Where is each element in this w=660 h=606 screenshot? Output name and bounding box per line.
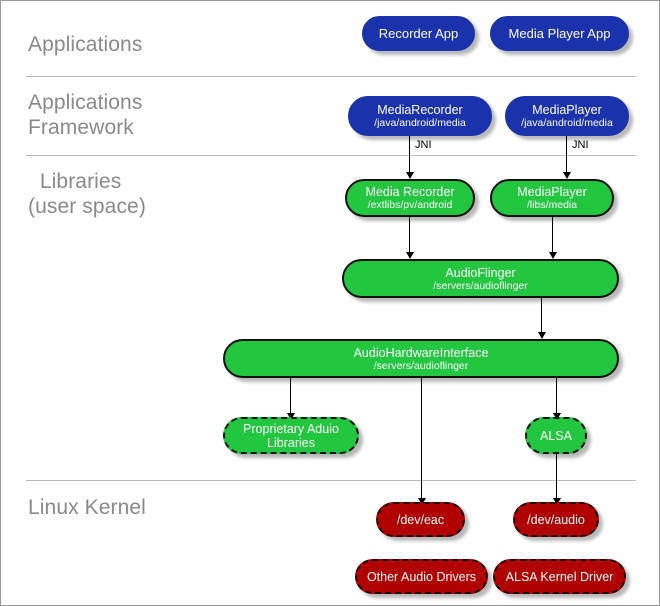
- node-media-recorder-library-title: Media Recorder: [365, 185, 455, 199]
- edge-label-jni-right: JNI: [572, 139, 589, 151]
- node-alsa[interactable]: ALSA: [525, 417, 587, 454]
- connector-mediaplayer-jni: [566, 136, 567, 175]
- edge-label-jni-left: JNI: [415, 139, 432, 151]
- node-media-player-app[interactable]: Media Player App: [490, 16, 629, 51]
- layer-label-linux-kernel: Linux Kernel: [28, 496, 146, 519]
- node-audiohardwareinterface-path: /servers/audioflinger: [373, 359, 469, 372]
- connector-alsa-to-dev-audio: [556, 454, 557, 501]
- node-audioflinger[interactable]: AudioFlinger /servers/audioflinger: [342, 259, 619, 298]
- connector-audioflinger-to-audiohardwareinterface: [541, 298, 542, 335]
- node-proprietary-audio-libraries-subtitle: Libraries: [267, 435, 315, 450]
- connector-ahi-to-proprietary-libraries: [290, 378, 291, 416]
- arrow-mediaplayer-jni: [563, 172, 571, 179]
- node-mediaplayer-framework-path: /java/android/media: [521, 117, 613, 129]
- node-recorder-app[interactable]: Recorder App: [362, 16, 475, 51]
- layer-label-libraries: Libraries (user space): [28, 170, 146, 218]
- connector-mediarecorder-jni: [409, 136, 410, 175]
- node-other-audio-drivers[interactable]: Other Audio Drivers: [355, 559, 488, 594]
- node-alsa-kernel-driver[interactable]: ALSA Kernel Driver: [493, 559, 626, 594]
- node-mediarecorder-framework[interactable]: MediaRecorder /java/android/media: [348, 96, 492, 136]
- node-dev-eac[interactable]: /dev/eac: [376, 502, 465, 537]
- node-dev-audio[interactable]: /dev/audio: [513, 502, 599, 537]
- arrow-audioflinger-to-audiohardwareinterface: [538, 332, 546, 339]
- node-audiohardwareinterface[interactable]: AudioHardwareInterface /servers/audiofli…: [223, 339, 619, 378]
- connector-ahi-to-dev-eac: [421, 378, 422, 501]
- node-proprietary-audio-libraries-title: Proprietary Aduio: [243, 421, 339, 436]
- node-mediarecorder-framework-title: MediaRecorder: [377, 103, 463, 117]
- node-mediaplayer-framework[interactable]: MediaPlayer /java/android/media: [505, 96, 629, 136]
- node-alsa-kernel-driver-title: ALSA Kernel Driver: [505, 569, 614, 584]
- connector-media-player-to-audioflinger: [552, 217, 553, 255]
- node-audiohardwareinterface-title: AudioHardwareInterface: [353, 345, 489, 360]
- connector-media-recorder-to-audioflinger: [409, 217, 410, 255]
- node-alsa-title: ALSA: [540, 428, 572, 443]
- node-recorder-app-title: Recorder App: [378, 25, 459, 41]
- layer-label-applications-framework: Applications Framework: [28, 91, 143, 139]
- node-mediaplayer-framework-title: MediaPlayer: [532, 103, 602, 117]
- layer-label-applications: Applications: [28, 33, 143, 56]
- node-media-player-library-title: MediaPlayer: [517, 185, 587, 199]
- arrow-media-player-to-audioflinger: [549, 252, 557, 259]
- node-dev-audio-title: /dev/audio: [527, 512, 585, 527]
- node-media-recorder-library[interactable]: Media Recorder /extlibs/pv/android: [345, 179, 475, 217]
- connector-ahi-to-alsa: [556, 378, 557, 416]
- node-media-player-library[interactable]: MediaPlayer /libs/media: [490, 179, 614, 217]
- node-media-recorder-library-path: /extlibs/pv/android: [367, 199, 453, 211]
- node-media-player-app-title: Media Player App: [508, 25, 611, 41]
- node-dev-eac-title: /dev/eac: [396, 512, 445, 527]
- divider-applications-framework: [26, 155, 636, 156]
- arrow-mediarecorder-jni: [406, 172, 414, 179]
- node-audioflinger-title: AudioFlinger: [445, 265, 516, 280]
- node-media-player-library-path: /libs/media: [526, 199, 578, 211]
- node-other-audio-drivers-title: Other Audio Drivers: [366, 569, 477, 584]
- divider-applications: [26, 76, 636, 77]
- node-mediarecorder-framework-path: /java/android/media: [374, 117, 466, 129]
- divider-libraries: [26, 480, 636, 481]
- arrow-media-recorder-to-audioflinger: [406, 252, 414, 259]
- node-audioflinger-path: /servers/audioflinger: [433, 279, 528, 292]
- node-proprietary-audio-libraries[interactable]: Proprietary Aduio Libraries: [223, 417, 359, 454]
